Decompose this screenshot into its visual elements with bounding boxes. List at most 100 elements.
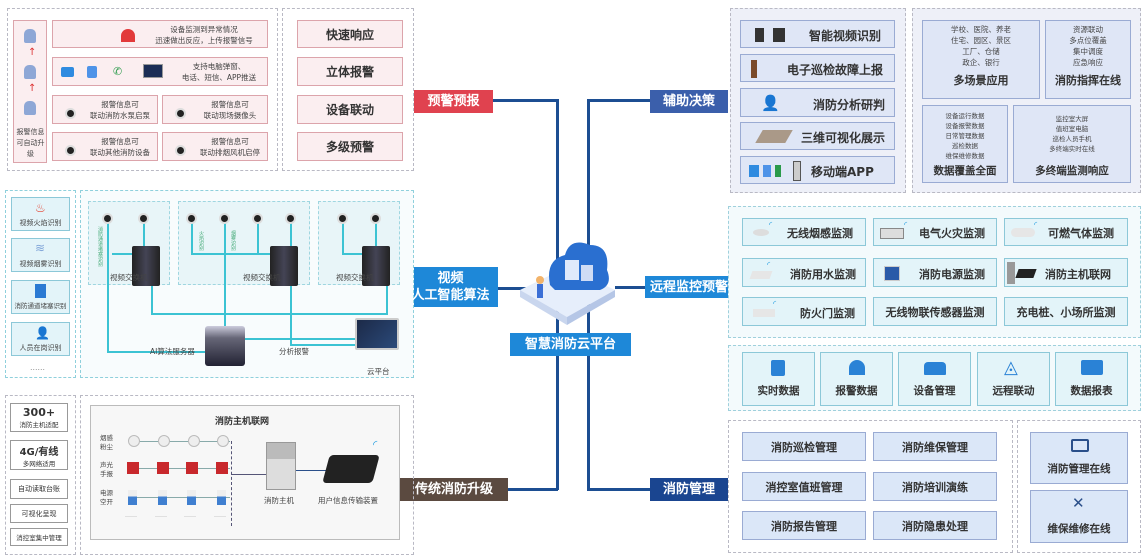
camera-icon xyxy=(252,213,263,224)
notify-row-text: 支持电脑弹窗、 电话、短信、APP推送 xyxy=(181,62,257,82)
recognition-label: 人员在岗识别 xyxy=(19,344,62,352)
smoke-detector-icon xyxy=(188,435,200,447)
decision-item: 智能视频识别 xyxy=(740,20,895,48)
transmitter-label: 用户信息传输装置 xyxy=(318,496,378,505)
manual-alarm-icon xyxy=(216,462,228,474)
feature-ledger: 自动读取台账 xyxy=(10,479,68,499)
info-box-data: 设备运行数据 设备报警数据 日常管理数据 巡检数据 维保维修数据 数据覆盖全面 xyxy=(922,105,1008,183)
data-function-label: 远程联动 xyxy=(992,385,1035,397)
switch-label: 视频交换机 xyxy=(243,273,281,282)
decision-item: 三维可视化展示 xyxy=(740,122,895,150)
info-line: 值班室电脑 xyxy=(1055,125,1089,133)
warning-panel xyxy=(7,8,278,171)
info-box-terminals: 监控室大屏 值班室电脑 巡检人员手机 多终端实时在线 多终端监测响应 xyxy=(1013,105,1131,183)
person-icon xyxy=(24,101,36,115)
ai-server-label: AI算法服务器 xyxy=(150,347,195,356)
phone-device-icon xyxy=(793,161,801,181)
camera-icon xyxy=(370,213,381,224)
transmitter-icon xyxy=(1015,269,1037,278)
recognition-label: 视频烟雾识别 xyxy=(19,260,62,268)
manual-alarm-icon xyxy=(157,462,169,474)
video-recognition-panel xyxy=(5,190,76,378)
breaker-icon xyxy=(158,490,167,505)
data-function-label: 报警数据 xyxy=(835,385,878,397)
smoke-detector-icon xyxy=(217,435,229,447)
linkage-text: 报警信息可 联动消防水泵启泵 xyxy=(90,100,150,120)
cloud-monitor-icon xyxy=(355,318,399,350)
linkage-box: 报警信息可 联动消防水泵启泵 xyxy=(52,95,158,124)
info-title: 多场景应用 xyxy=(953,74,1009,87)
recognition-item: ≋视频烟雾识别 xyxy=(11,238,70,272)
cloud-platform-illustration xyxy=(515,225,620,330)
alarm-light-icon xyxy=(849,360,865,375)
info-box-command: 资源联动 多点位覆盖 集中调度 应急响应 消防指挥在线 xyxy=(1045,20,1131,99)
recognition-label: 消防通道堵塞识别 xyxy=(14,302,67,310)
recognition-item: ♨视频火焰识别 xyxy=(11,197,70,231)
decision-item-label: 智能视频识别 xyxy=(809,29,882,43)
data-function-realtime: 实时数据 xyxy=(742,352,815,406)
info-line: 资源联动 xyxy=(1073,25,1103,34)
center-platform-title: 智慧消防云平台 xyxy=(510,333,631,356)
label-traditional: 传统消防升级 xyxy=(400,478,508,501)
wifi-icon: ◜ xyxy=(1034,220,1038,229)
report-screen-icon xyxy=(1081,360,1103,375)
data-function-linkage: ◬远程联动 xyxy=(977,352,1050,406)
dots: …… xyxy=(125,512,137,519)
info-line: 巡检数据 xyxy=(952,142,978,150)
warning-features-panel xyxy=(282,8,414,171)
monitor-item: 消防电源监测 xyxy=(873,258,997,287)
monitor-item: 无线物联传感器监测 xyxy=(873,297,997,326)
camera-icon xyxy=(65,108,76,119)
fire-host-icon xyxy=(266,442,296,490)
water-sensor-icon xyxy=(749,271,773,279)
camera-icon xyxy=(175,145,186,156)
alarm-row-text: 设备监测到异常情况 迅速做出反应，上传报警信号 xyxy=(155,25,253,45)
feature-big: 300+ xyxy=(22,406,56,419)
monitor-item: ◜ 防火门监测 xyxy=(742,297,866,326)
monitor-label: 消防用水监测 xyxy=(790,268,856,281)
linkage-text: 报警信息可 联动其他消防设备 xyxy=(90,137,150,157)
info-line: 集中调度 xyxy=(1073,47,1103,56)
monitor-label: 防火门监测 xyxy=(800,307,855,320)
arrow-up-icon: ↑ xyxy=(28,47,37,58)
info-line: 工厂、仓储 xyxy=(962,47,1000,56)
management-item: 消控室值班管理 xyxy=(742,472,866,501)
fire-host-label: 消防主机 xyxy=(264,496,294,505)
fire-door-sensor-icon xyxy=(753,309,775,317)
feature-item: 多级预警 xyxy=(297,132,403,161)
ai-server-icon xyxy=(205,326,245,366)
host-network-title: 消防主机联网 xyxy=(215,417,270,427)
management-panel xyxy=(728,420,1013,553)
management-item: 消防培训演练 xyxy=(873,472,997,501)
wifi-icon: ◜ xyxy=(904,220,908,229)
linkage-box: 报警信息可 联动现场摄像头 xyxy=(162,95,268,124)
info-line: 监控室大屏 xyxy=(1055,115,1089,123)
dots: …… xyxy=(184,512,196,519)
monitor-label: 消防主机联网 xyxy=(1045,268,1111,281)
label-video-ai: 视频 人工智能算法 xyxy=(403,267,498,307)
decision-item-label: 三维可视化展示 xyxy=(801,131,886,145)
camera-icon xyxy=(65,145,76,156)
connector xyxy=(498,287,528,290)
recognition-item: 消防通道堵塞识别 xyxy=(11,280,70,314)
info-title: 数据覆盖全面 xyxy=(933,165,997,177)
device-icon xyxy=(924,362,946,375)
traditional-features-panel xyxy=(5,395,76,555)
data-function-device: 设备管理 xyxy=(898,352,971,406)
feature-small: 消防主机适配 xyxy=(19,421,59,429)
cloud-platform-label: 云平台 xyxy=(367,367,390,376)
message-icon xyxy=(61,67,74,77)
power-monitor-icon xyxy=(884,266,900,281)
management-item: 消防报告管理 xyxy=(742,511,866,540)
online-label: 消防管理在线 xyxy=(1047,463,1111,475)
feature-item: 立体报警 xyxy=(297,57,403,86)
wifi-icon: ◜ xyxy=(773,299,777,308)
monitor-item: ◜电气火灾监测 xyxy=(873,218,997,246)
siren-icon xyxy=(121,29,135,42)
connector xyxy=(615,286,645,289)
monitor-label: 消防电源监测 xyxy=(919,268,985,281)
linkage-text: 报警信息可 联动排烟风机启停 xyxy=(200,137,260,157)
online-label: 维保维修在线 xyxy=(1047,523,1111,535)
wifi-icon: ◜ xyxy=(767,260,771,269)
info-line: 巡检人员手机 xyxy=(1052,135,1092,143)
